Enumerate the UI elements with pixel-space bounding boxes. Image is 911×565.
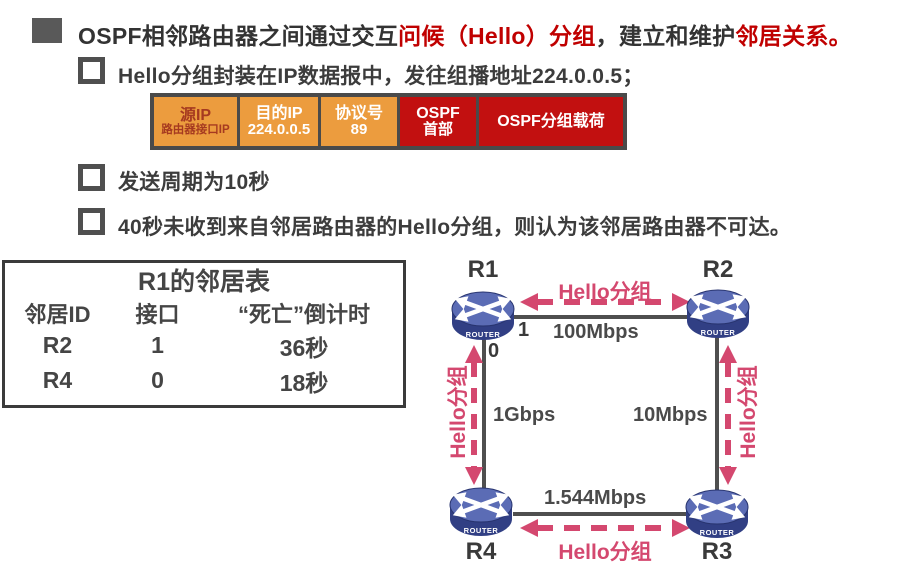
packet-cell-source-ip-label: 源IP	[179, 106, 212, 124]
col-header-interface: 接口	[135, 302, 180, 327]
hello-arrow-bottom	[520, 519, 690, 537]
speed-label-1544mbps: 1.544Mbps	[544, 487, 647, 509]
router-icon-r3: ROUTER	[685, 489, 749, 538]
ip-packet-diagram: 源IP 路由器接口IP 目的IP 224.0.0.5 协议号 89 OSPF 首…	[150, 93, 627, 150]
router-icon-r2: ROUTER	[686, 289, 750, 338]
router-caption: ROUTER	[466, 330, 501, 339]
router-label-r4: R4	[465, 538, 497, 565]
table-row: R4 0 18秒	[5, 363, 403, 398]
level2-bullet-square-1	[78, 57, 105, 84]
level2-bullet-square-2	[78, 164, 105, 191]
packet-cell-ospf-header-line2: 首部	[422, 121, 453, 139]
router-icon-r1: ROUTER	[451, 291, 515, 340]
packet-cell-ospf-header-line1: OSPF	[416, 104, 460, 122]
router-icon-r4: ROUTER	[449, 487, 513, 536]
hello-arrow-left	[465, 345, 483, 485]
bullet-timeout: 40秒未收到来自邻居路由器的Hello分组，则认为该邻居路由器不可达。	[118, 216, 792, 239]
hello-arrow-right	[719, 345, 737, 485]
interface-cell: 0	[151, 367, 164, 393]
packet-cell-ospf-payload: OSPF分组载荷	[476, 97, 623, 146]
packet-cell-dest-ip-label: 目的IP	[255, 104, 303, 122]
title-seg-2-highlight: 问候（Hello）分组	[398, 23, 596, 49]
hello-label-right: Hello分组	[737, 365, 760, 459]
slide-title: OSPF相邻路由器之间通过交互问候（Hello）分组，建立和维护邻居关系。	[78, 17, 852, 51]
bullet-encapsulation: Hello分组封装在IP数据报中，发往组播地址224.0.0.5；	[118, 65, 644, 88]
neighbor-table: R1的邻居表 邻居ID 接口 “死亡”倒计时 R2 1 36秒 R4 0 18秒	[2, 260, 406, 408]
neighbor-id-cell: R2	[42, 332, 73, 358]
level2-bullet-square-3	[78, 208, 105, 235]
router-label-r3: R3	[701, 538, 733, 565]
router-caption: ROUTER	[701, 328, 736, 337]
router-label-r1: R1	[467, 256, 499, 283]
router-caption: ROUTER	[700, 528, 735, 537]
packet-cell-ospf-header: OSPF 首部	[397, 97, 476, 146]
table-row: R2 1 36秒	[5, 328, 403, 363]
col-header-dead-countdown: “死亡”倒计时	[237, 302, 370, 327]
neighbor-id-cell: R4	[42, 367, 73, 393]
packet-cell-protocol-value: 89	[350, 121, 368, 139]
packet-cell-dest-ip: 目的IP 224.0.0.5	[237, 97, 318, 146]
interface-cell: 1	[151, 332, 164, 358]
title-seg-1: OSPF相邻路由器之间通过交互	[78, 23, 399, 49]
interface-label-0: 0	[488, 340, 500, 362]
router-label-r2: R2	[702, 256, 734, 283]
router-caption: ROUTER	[464, 526, 499, 535]
title-seg-3: ，建立和维护	[595, 23, 736, 49]
neighbor-table-title: R1的邻居表	[138, 268, 270, 296]
hello-label-left: Hello分组	[447, 365, 470, 459]
packet-cell-source-ip: 源IP 路由器接口IP	[154, 97, 237, 146]
neighbor-table-header-row: 邻居ID 接口 “死亡”倒计时	[5, 297, 403, 328]
packet-cell-protocol: 协议号 89	[318, 97, 397, 146]
packet-cell-ospf-payload-label: OSPF分组载荷	[497, 112, 605, 130]
interface-label-1: 1	[518, 319, 530, 341]
packet-cell-dest-ip-value: 224.0.0.5	[247, 121, 311, 139]
speed-label-100mbps: 100Mbps	[553, 321, 639, 343]
hello-label-bottom: Hello分组	[558, 541, 652, 564]
title-seg-4-highlight: 邻居关系。	[735, 23, 852, 49]
countdown-cell: 18秒	[279, 369, 329, 396]
bullet-period: 发送周期为10秒	[118, 171, 270, 194]
level1-bullet-square	[32, 18, 62, 43]
packet-cell-source-ip-value: 路由器接口IP	[161, 123, 230, 136]
speed-label-1gbps: 1Gbps	[493, 404, 556, 426]
speed-label-10mbps: 10Mbps	[633, 404, 708, 426]
hello-label-top: Hello分组	[558, 281, 652, 304]
countdown-cell: 36秒	[279, 334, 329, 361]
hello-arrow-top	[520, 293, 690, 311]
col-header-neighbor-id: 邻居ID	[24, 302, 91, 327]
packet-cell-protocol-label: 协议号	[334, 104, 383, 122]
